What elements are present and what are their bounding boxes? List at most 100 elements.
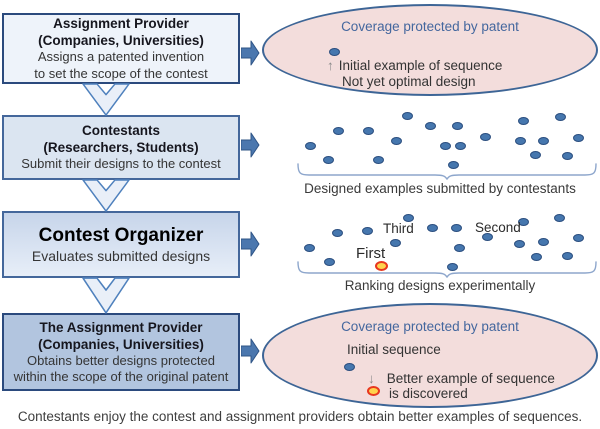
design-dot xyxy=(322,156,334,164)
down-arrow-glyph: ↓ xyxy=(368,371,375,386)
design-dot xyxy=(514,137,526,145)
rank-label-first: First xyxy=(356,245,386,262)
design-dot xyxy=(343,363,355,371)
box4-body-line2: within the scope of the original patent xyxy=(13,369,229,384)
design-dot xyxy=(372,156,384,164)
design-dot xyxy=(537,137,549,145)
design-dot xyxy=(332,127,344,135)
design-dot xyxy=(454,142,466,150)
box1-title: Assignment Provider (Companies, Universi… xyxy=(38,15,204,49)
box3-body: Evaluates submitted designs xyxy=(32,248,210,265)
rank-label-third: Third xyxy=(383,221,414,236)
flow-box-assignment-provider-result: The Assignment Provider (Companies, Univ… xyxy=(2,313,240,391)
box4-body-line1: Obtains better designs protected xyxy=(27,352,215,368)
design-dot xyxy=(517,117,529,125)
right-arrow-icon xyxy=(241,231,260,257)
right-arrow-icon xyxy=(241,132,260,158)
winner-dot xyxy=(366,386,380,396)
design-dot xyxy=(554,113,566,121)
design-dot xyxy=(553,214,565,222)
patent-coverage-ellipse-initial xyxy=(262,4,598,96)
design-dot xyxy=(304,142,316,150)
design-dot xyxy=(481,233,493,241)
down-arrow-icon xyxy=(82,179,130,212)
design-dot xyxy=(561,252,573,260)
design-dot xyxy=(447,161,459,169)
design-dot xyxy=(323,258,335,266)
design-dot xyxy=(451,122,463,130)
box4-title: The Assignment Provider (Companies, Univ… xyxy=(38,319,204,353)
design-dot xyxy=(561,152,573,160)
box2-title-line1: Contestants xyxy=(81,123,160,139)
ellipse-top-line2: Not yet optimal design xyxy=(342,74,476,89)
right-arrow-icon xyxy=(241,40,260,66)
box2-body: Submit their designs to the contest xyxy=(21,156,220,173)
design-dot xyxy=(389,239,401,247)
design-dot xyxy=(402,214,414,222)
footer-caption: Contestants enjoy the contest and assign… xyxy=(17,409,583,424)
down-arrow-icon xyxy=(82,277,130,314)
submitted-designs-caption: Designed examples submitted by contestan… xyxy=(304,181,576,196)
design-dot xyxy=(426,224,438,232)
design-dot xyxy=(446,263,458,271)
brace-submitted-designs xyxy=(297,163,597,180)
box4-title-line2: (Companies, Universities) xyxy=(38,336,204,352)
initial-sequence-label: Initial sequence xyxy=(347,342,441,357)
initial-example-label: Initial example of sequence xyxy=(338,58,503,73)
design-dot xyxy=(303,244,315,252)
right-arrow-icon xyxy=(241,338,260,364)
design-dot xyxy=(537,238,549,246)
design-dot xyxy=(529,151,541,159)
flow-box-assignment-provider: Assignment Provider (Companies, Universi… xyxy=(2,13,240,84)
design-dot xyxy=(328,48,340,56)
box3-title-line1: Contest Organizer xyxy=(38,225,204,247)
patent-coverage-ellipse-final xyxy=(262,303,598,408)
box1-title-line2: (Companies, Universities) xyxy=(38,33,204,48)
flow-box-contestants: Contestants (Researchers, Students) Subm… xyxy=(2,115,240,180)
box2-title: Contestants (Researchers, Students) xyxy=(43,122,198,156)
design-dot xyxy=(479,133,491,141)
better-example-label: Better example of sequence xyxy=(386,371,555,386)
up-arrow-glyph: ↑ xyxy=(327,58,334,73)
ellipse-top-title: Coverage protected by patent xyxy=(341,19,519,34)
box2-body-line1: Submit their designs to the contest xyxy=(21,156,221,172)
design-dot xyxy=(453,244,465,252)
ellipse-top-line1: ↑ Initial example of sequence xyxy=(327,58,502,73)
design-dot xyxy=(572,234,584,242)
design-dot xyxy=(530,253,542,261)
design-dot xyxy=(513,240,525,248)
box4-title-line1: The Assignment Provider xyxy=(39,319,203,335)
design-dot xyxy=(450,224,462,232)
design-dot xyxy=(361,227,373,235)
down-arrow-icon xyxy=(82,83,130,116)
box1-title-line1: Assignment Provider xyxy=(53,16,189,31)
is-discovered-label: is discovered xyxy=(389,386,468,401)
design-dot xyxy=(401,112,413,120)
design-dot xyxy=(517,218,529,226)
rank-label-second: Second xyxy=(475,220,521,235)
design-dot xyxy=(572,134,584,142)
winner-dot xyxy=(374,261,388,271)
box1-body: Assigns a patented invention to set the … xyxy=(34,49,207,82)
ellipse-bottom-line2: ↓ Better example of sequence xyxy=(368,371,555,386)
box1-body-line1: Assigns a patented invention xyxy=(37,49,205,64)
design-dot xyxy=(331,229,343,237)
ranked-designs-caption: Ranking designs experimentally xyxy=(344,278,536,293)
design-dot xyxy=(362,127,374,135)
box2-title-line2: (Researchers, Students) xyxy=(43,140,199,156)
flow-box-contest-organizer: Contest Organizer Evaluates submitted de… xyxy=(2,211,240,278)
box3-body-line1: Evaluates submitted designs xyxy=(31,248,211,265)
design-dot xyxy=(439,142,451,150)
box1-body-line2: to set the scope of the contest xyxy=(34,65,208,81)
ellipse-bottom-title: Coverage protected by patent xyxy=(341,319,519,334)
design-dot xyxy=(390,137,402,145)
brace-ranked-designs xyxy=(297,261,597,278)
design-dot xyxy=(424,122,436,130)
box3-title: Contest Organizer xyxy=(39,224,204,248)
